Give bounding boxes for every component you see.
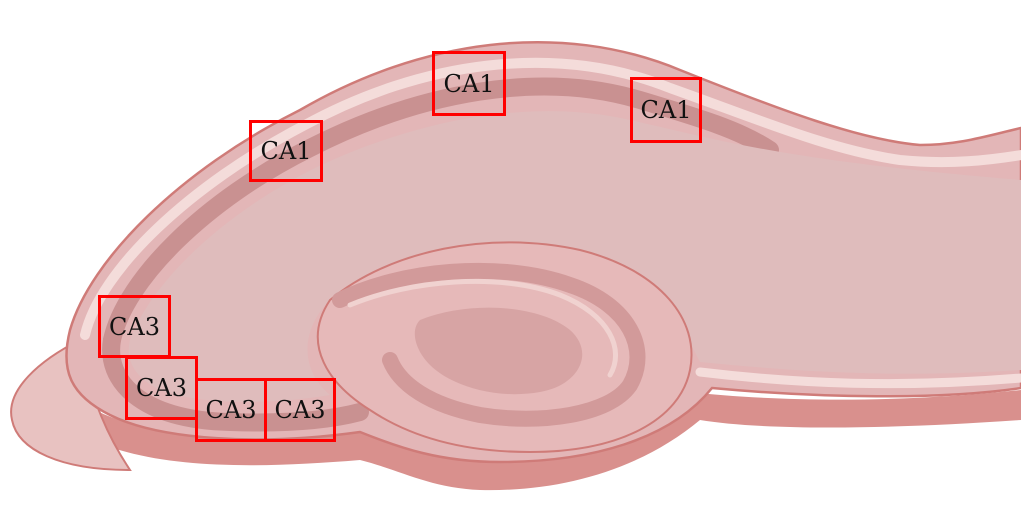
- region-label-ca3: CA3: [125, 356, 198, 420]
- region-label-ca3: CA3: [98, 295, 171, 358]
- region-label-ca3: CA3: [264, 378, 336, 442]
- region-label-ca3: CA3: [195, 378, 267, 442]
- region-label-ca1: CA1: [432, 51, 506, 116]
- region-label-ca1: CA1: [249, 120, 323, 182]
- region-label-ca1: CA1: [630, 77, 702, 143]
